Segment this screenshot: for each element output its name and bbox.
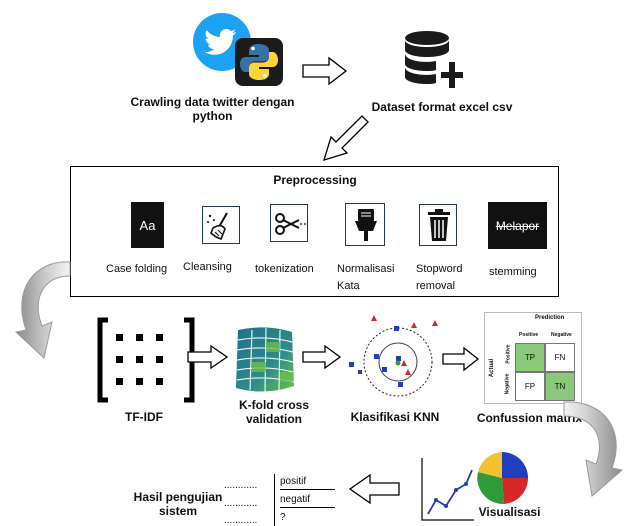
case-folding-label: Case folding [106,263,168,275]
cm-tn-cell: TN [545,372,575,401]
arrow-right-icon [442,346,480,372]
cm-fp-cell: FP [515,372,545,401]
arrow-right-icon [302,344,342,370]
pie-chart-icon [477,452,529,505]
trash-icon [419,204,457,246]
cm-actual-label: Actual [489,358,496,378]
knn-scatter-icon [349,315,438,397]
dataset-label: Dataset format excel csv [371,100,513,114]
hasil-label-line2: sistem [158,504,198,518]
kfold-label-line2: validation [245,412,302,426]
cm-fn-cell: FN [545,343,575,372]
database-add-icon [405,31,463,88]
cm-positive-row: Positive [505,344,512,364]
line-chart-icon [421,458,474,521]
cleansing-icon [202,206,240,244]
result-unknown: ? [280,512,286,523]
cm-tp-cell: TP [515,343,545,372]
cm-fp-text: FP [524,382,536,391]
crawl-label-line2: python [192,109,233,123]
result-cells: positif negatif ? [274,474,335,526]
preprocessing-title: Preprocessing [273,173,357,187]
stemming-icon: Melapor [488,202,547,249]
cm-positive-col: Positive [519,332,539,338]
case-folding-icon: Aa [131,202,164,248]
preprocessing-box [70,166,559,297]
normalisasi-label: Normalisasi Kata [337,263,394,292]
tokenization-label: tokenization [255,263,314,275]
result-dots-3: ............ [224,515,258,526]
visualisasi-label: Visualisasi [478,505,541,519]
normalize-icon [345,203,385,246]
hasil-label-line1: Hasil pengujian [133,490,223,504]
cleansing-label: Cleansing [183,261,232,273]
result-dots-1: ............ [224,480,258,491]
arrow-down-left-icon [323,115,369,161]
confusion-matrix: Prediction Positive Negative Actual Posi… [484,312,582,404]
arrow-right-icon [302,56,348,86]
cm-negative-row: Negative [504,373,511,395]
stemming-label: stemming [489,266,537,278]
stopword-label-line2: removal [416,280,456,292]
normalisasi-label-line1: Normalisasi [337,263,395,275]
results-table: ............ ............ ............ p… [224,474,335,526]
stemming-icon-text: Melapor [495,218,540,233]
stopword-label: Stopword removal [416,263,462,292]
knn-label: Klasifikasi KNN [350,410,440,424]
cm-fn-text: FN [554,353,566,362]
matrix-icon [97,317,195,403]
cm-tp-text: TP [524,353,536,362]
hasil-label: Hasil pengujian sistem [128,490,228,518]
scissors-icon [270,204,308,242]
result-positif: positif [280,476,335,490]
arrow-left-icon [348,473,400,505]
cm-negative-col: Negative [551,332,572,338]
curved-arrow-right-icon [563,401,624,497]
normalisasi-label-line2: Kata [337,280,360,292]
kfold-icon [236,327,295,393]
crawl-label: Crawling data twitter dengan python [110,95,315,123]
cm-prediction-label: Prediction [535,315,565,321]
kfold-label-line1: K-fold cross [238,398,309,412]
tfidf-label: TF-IDF [125,410,163,424]
curved-arrow-left-icon [14,261,71,359]
crawl-label-line1: Crawling data twitter dengan [130,95,295,109]
confusion-label: Confussion matrix [476,411,583,425]
case-folding-icon-text: Aa [139,217,156,233]
result-dots-2: ............ [224,498,258,509]
stopword-label-line1: Stopword [416,263,463,275]
arrow-right-icon [187,344,229,370]
python-icon [235,38,283,86]
cm-tn-text: TN [554,382,566,391]
result-negatif: negatif [280,494,335,508]
kfold-label: K-fold cross validation [224,398,324,426]
